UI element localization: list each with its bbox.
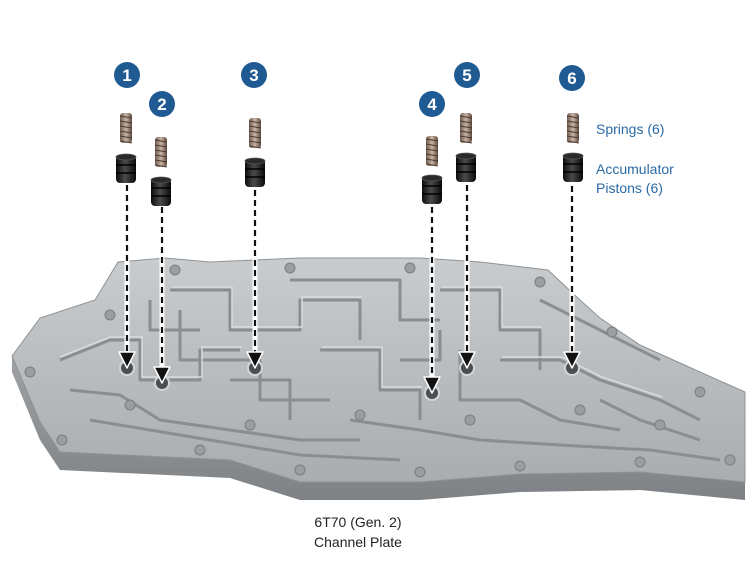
arrow-6 [563, 186, 581, 369]
caption: 6T70 (Gen. 2) Channel Plate [314, 514, 402, 550]
plate-channels [59, 278, 721, 462]
callout-number-5: 5 [462, 66, 471, 85]
accumulator-piston-3 [244, 157, 266, 187]
arrow-4 [423, 207, 441, 394]
callout-number-1: 1 [122, 66, 131, 85]
accumulator-piston-1 [115, 153, 137, 183]
caption-line-2: Channel Plate [314, 534, 402, 550]
accumulator-piston-2 [150, 176, 172, 206]
legend: Springs (6) Accumulator Pistons (6) [596, 121, 674, 196]
arrow-5 [458, 185, 476, 369]
arrow-2 [153, 207, 171, 384]
accumulator-parts [115, 113, 584, 206]
arrow-3 [246, 190, 264, 369]
channel-plate [11, 257, 746, 500]
caption-line-1: 6T70 (Gen. 2) [314, 514, 401, 530]
spring-1 [119, 113, 133, 144]
callout-badges: 1 2 3 4 5 6 [114, 62, 585, 117]
spring-5 [459, 113, 473, 144]
callout-badge-1: 1 [114, 62, 140, 88]
arrow-1 [118, 185, 136, 369]
accumulator-piston-4 [421, 174, 443, 204]
callout-number-3: 3 [249, 66, 258, 85]
plate-side-face [12, 356, 745, 500]
legend-springs-label: Springs (6) [596, 121, 664, 137]
accumulator-piston-6 [562, 152, 584, 182]
insertion-arrows [118, 185, 581, 394]
spring-4 [425, 136, 439, 167]
callout-badge-4: 4 [419, 91, 445, 117]
spring-6 [566, 113, 580, 144]
callout-badge-5: 5 [454, 62, 480, 88]
callout-badge-6: 6 [559, 65, 585, 91]
legend-pistons-label-line2: Pistons (6) [596, 180, 663, 196]
plate-bolt-holes [24, 262, 736, 478]
legend-pistons-label-line1: Accumulator [596, 161, 674, 177]
callout-number-6: 6 [567, 69, 576, 88]
callout-badge-3: 3 [241, 62, 267, 88]
callout-badge-2: 2 [149, 91, 175, 117]
callout-number-4: 4 [427, 95, 437, 114]
spring-3 [248, 118, 262, 149]
plate-channels-highlight [59, 286, 663, 398]
spring-2 [154, 137, 168, 168]
accumulator-piston-5 [455, 152, 477, 182]
callout-number-2: 2 [157, 95, 166, 114]
